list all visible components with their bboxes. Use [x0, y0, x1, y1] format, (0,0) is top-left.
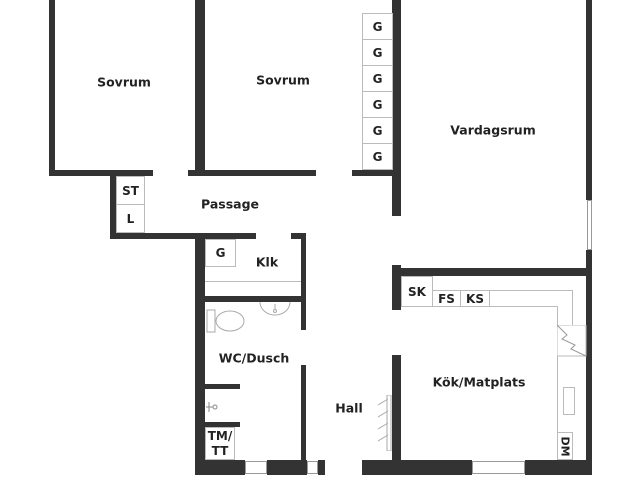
wall	[301, 233, 306, 330]
sk-box: SK	[401, 276, 433, 307]
wall	[318, 460, 325, 475]
room-label-passage: Passage	[200, 196, 260, 212]
wardrobe: G	[362, 91, 393, 118]
room-label-bedroom-1: Sovrum	[97, 74, 151, 90]
counter-line	[557, 306, 558, 460]
wardrobe: G	[362, 13, 393, 40]
wall	[205, 296, 306, 302]
shelf-line	[205, 281, 301, 282]
wall	[392, 268, 592, 276]
counter-line	[432, 290, 573, 291]
window	[587, 200, 592, 250]
klk-wardrobe: G	[205, 239, 236, 267]
wall	[586, 0, 592, 200]
toilet-icon	[206, 309, 245, 333]
sink-icon	[259, 302, 291, 316]
hall-wardrobe-icon	[377, 395, 392, 451]
wardrobe: G	[362, 117, 393, 144]
room-label-klk: Klk	[255, 254, 279, 270]
fs-box: FS	[432, 290, 461, 307]
wall	[392, 265, 401, 310]
wardrobe: G	[362, 143, 393, 170]
window	[245, 461, 267, 474]
window	[307, 461, 318, 474]
room-label-bathroom: WC/Dusch	[218, 350, 290, 366]
tm-tt-box: TM/ TT	[205, 427, 235, 460]
window	[472, 461, 525, 474]
wall	[188, 170, 316, 176]
room-label-bedroom-2: Sovrum	[256, 72, 310, 88]
shower-icon	[206, 402, 218, 412]
wall	[195, 0, 205, 176]
wall	[205, 422, 240, 427]
wall	[586, 250, 592, 475]
room-label-hall: Hall	[335, 400, 363, 416]
wall	[362, 460, 472, 475]
counter-line	[572, 290, 573, 326]
wall	[205, 384, 240, 389]
dm-box: DM	[557, 432, 573, 460]
wall	[195, 460, 245, 475]
chimney-icon	[557, 325, 587, 357]
wall	[392, 355, 401, 475]
wall	[49, 0, 55, 176]
dm-label: DM	[558, 435, 572, 457]
wall	[110, 176, 116, 239]
room-label-living-room: Vardagsrum	[450, 122, 536, 138]
wall	[49, 170, 153, 176]
wardrobe: G	[362, 65, 393, 92]
room-label-kitchen: Kök/Matplats	[432, 374, 526, 390]
wall	[301, 365, 306, 475]
wall	[525, 460, 592, 475]
wall	[195, 233, 205, 475]
stove-outline	[563, 387, 575, 415]
ks-box: KS	[460, 290, 490, 307]
wall	[291, 233, 306, 239]
wall	[110, 233, 256, 239]
wall	[392, 0, 401, 216]
wall	[267, 460, 307, 475]
wardrobe: G	[362, 39, 393, 66]
l-closet: L	[116, 204, 145, 233]
st-closet: ST	[116, 176, 145, 205]
wall	[352, 170, 401, 176]
